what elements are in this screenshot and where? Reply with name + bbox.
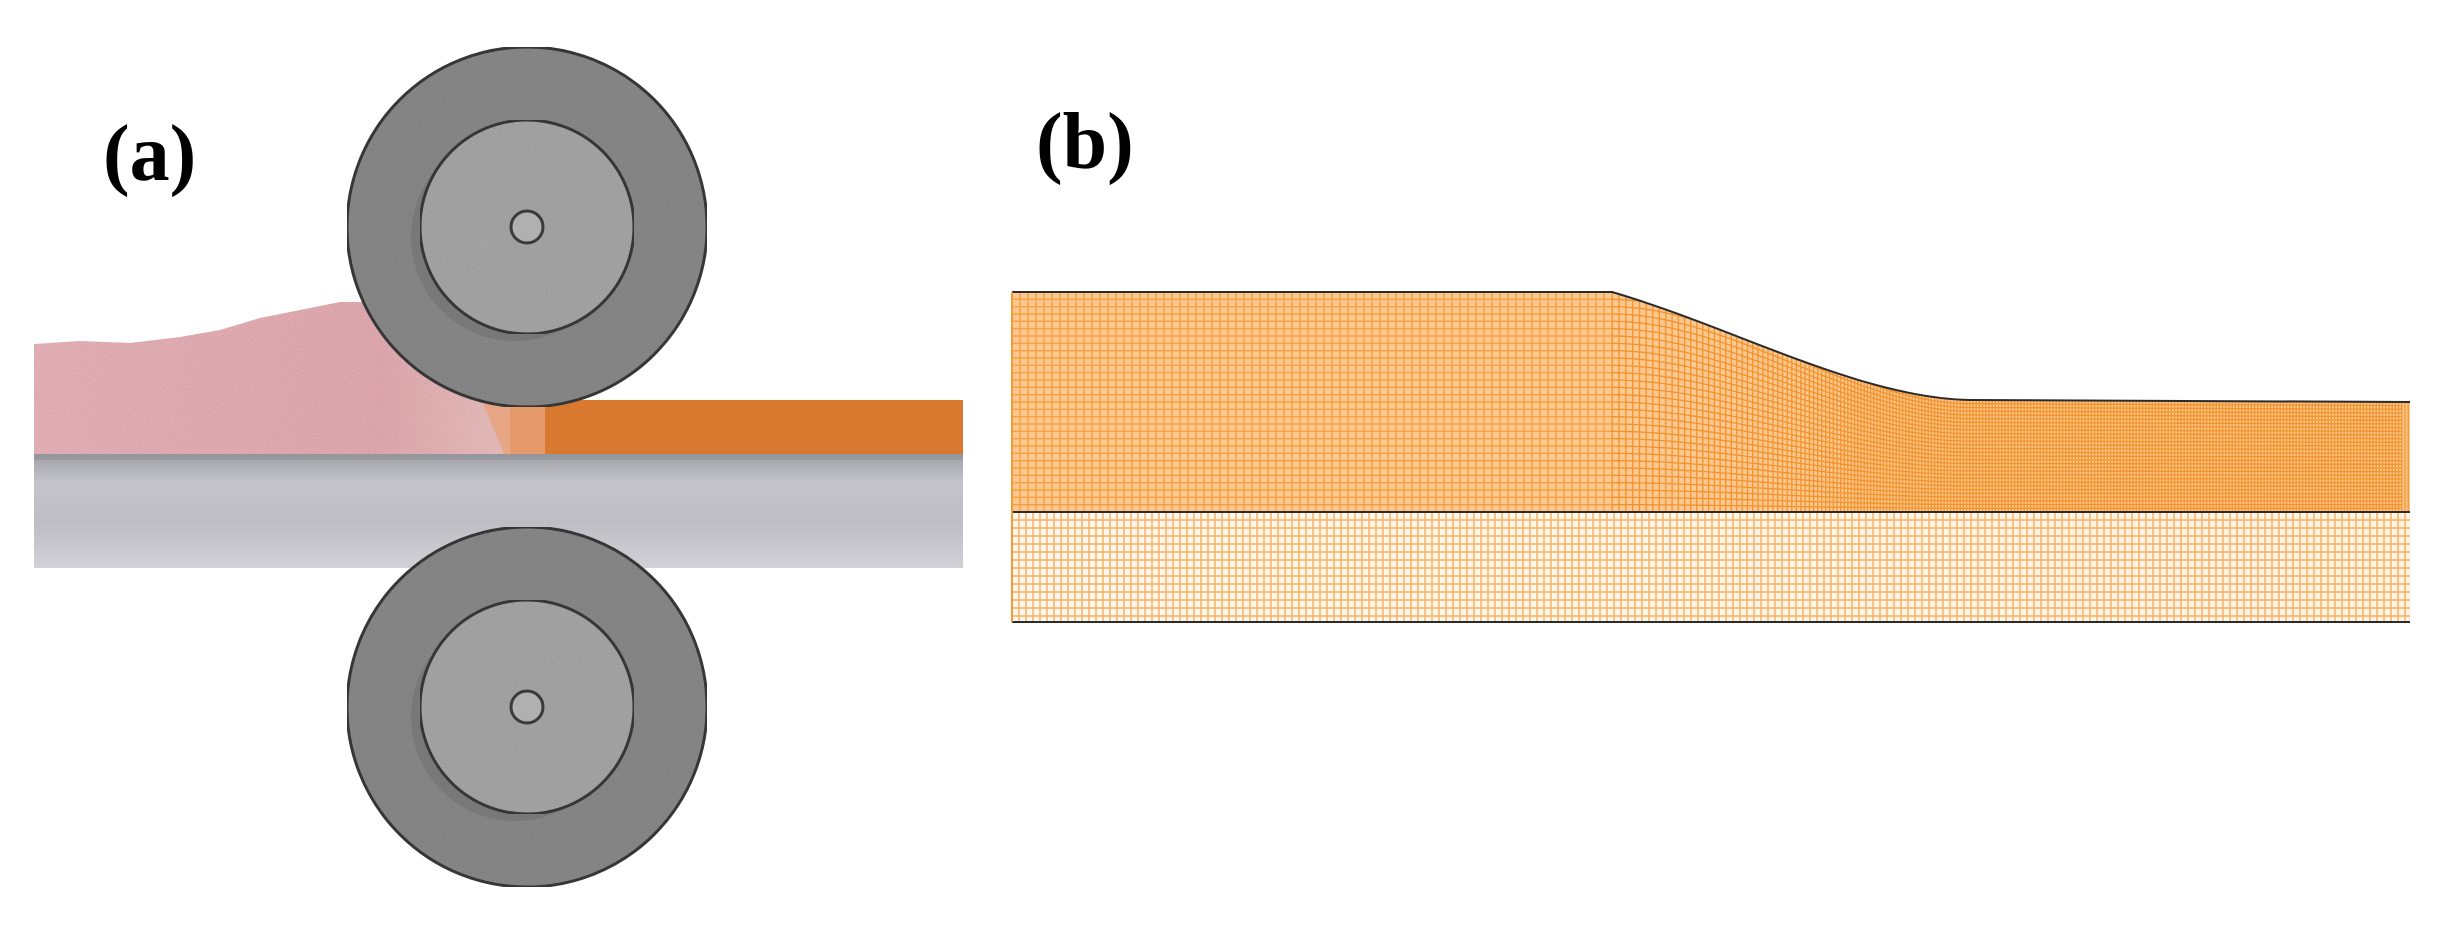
top-roll [345, 45, 709, 409]
mesh-line [1612, 342, 2402, 429]
mesh-line [1612, 386, 2402, 451]
panel-a-rolling-schematic: (a) [34, 45, 963, 889]
mesh-line [1612, 364, 2402, 440]
mesh-line [1612, 438, 2402, 476]
mesh-clad-outline [1012, 291, 2411, 403]
clad-layer-rolled [510, 400, 963, 458]
mesh-line [1612, 474, 2402, 495]
mesh-line [1612, 350, 2402, 432]
mesh-line [1612, 460, 2402, 487]
mesh-line [1612, 372, 2402, 443]
bottom-roll-axle [509, 689, 545, 725]
panel-b-fe-mesh: (b) [1011, 98, 2411, 623]
mesh-base-layer [1012, 512, 2410, 622]
mesh-line [1612, 357, 2403, 436]
mesh-line [1612, 335, 2403, 425]
mesh-line [1612, 504, 2402, 509]
mesh-line [1612, 489, 2402, 502]
mesh-line [1612, 401, 2402, 458]
mesh-line [1612, 423, 2402, 469]
mesh-line [1612, 313, 2403, 414]
mesh-line [1612, 445, 2402, 480]
panel-label-b: (b) [1036, 98, 1134, 186]
mesh-line [1612, 328, 2402, 421]
mesh-line [1612, 482, 2402, 498]
mesh-line [1612, 394, 2402, 454]
bottom-roll [345, 525, 709, 889]
mesh-clad-layer [1012, 292, 2410, 512]
mesh-line [1612, 320, 2402, 418]
mesh-line [1612, 467, 2402, 491]
panel-label-a: (a) [103, 110, 196, 198]
mesh-line [1612, 430, 2403, 473]
top-roll-axle [509, 209, 545, 245]
mesh-line [1612, 408, 2402, 462]
mesh-clad-grid-deformed [1612, 292, 2409, 512]
mesh-clad-grid-undeformed [1012, 292, 1613, 512]
mesh-line [1612, 452, 2403, 484]
clad-transition-blend [480, 396, 545, 456]
mesh-line [1612, 379, 2402, 447]
mesh-line [1612, 496, 2402, 506]
mesh-line [1612, 416, 2402, 465]
